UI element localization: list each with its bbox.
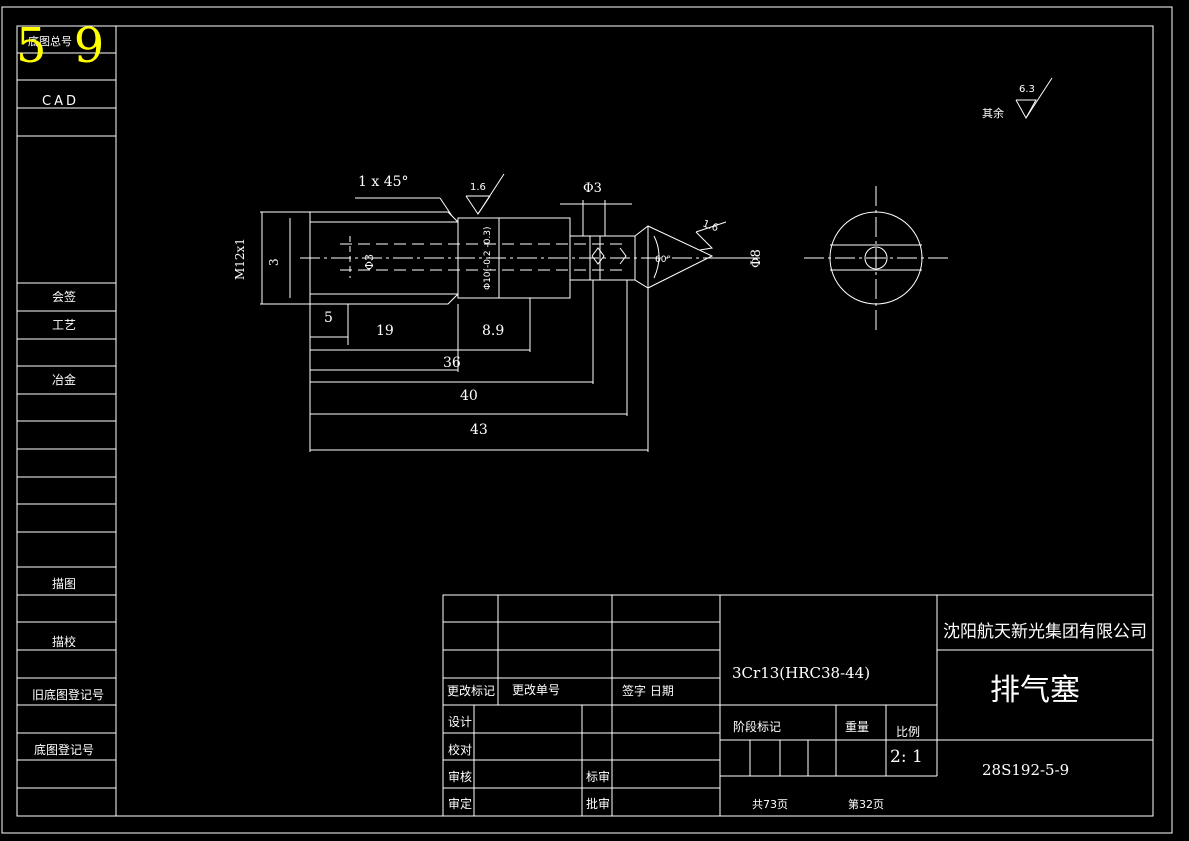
- stage-mark-label: 阶段标记: [733, 719, 781, 734]
- dim-43: 43: [470, 422, 488, 438]
- dim-3: 3: [267, 258, 281, 266]
- dim-36: 36: [443, 355, 461, 371]
- side-panel: [17, 26, 117, 816]
- change-doc-label: 更改单号: [512, 683, 560, 697]
- thread-label: M12x1: [233, 238, 247, 280]
- outer-frame: [1, 6, 1173, 834]
- material-label: 3Cr13(HRC38-44): [732, 664, 870, 682]
- general-roughness-symbol: [1015, 77, 1053, 120]
- side-metallurgy: 冶金: [52, 372, 76, 387]
- scale-label: 比例: [896, 725, 920, 739]
- dim-40: 40: [460, 388, 478, 404]
- design-label: 设计: [448, 715, 472, 729]
- side-file-no: 底图总号: [28, 34, 72, 48]
- dia-top-label: Φ3: [583, 181, 602, 196]
- rest-label: 其余: [982, 106, 1004, 120]
- side-countersign: 会签: [52, 289, 76, 304]
- standard-label: 标审: [586, 769, 610, 784]
- dia-8-label: Φ8: [749, 249, 764, 268]
- part-name: 排气塞: [990, 673, 1080, 708]
- angle-60-label: 60°: [655, 255, 671, 265]
- total-pages: 共73页: [752, 798, 788, 811]
- side-process: 工艺: [52, 318, 76, 332]
- dim-19: 19: [376, 323, 394, 339]
- weight-label: 重量: [845, 720, 869, 734]
- side-cad: CAD: [42, 94, 79, 109]
- part-end-view: [804, 186, 948, 330]
- part-side-view: [260, 173, 760, 452]
- side-base-reg: 底图登记号: [34, 742, 94, 757]
- side-old-base-reg: 旧底图登记号: [32, 687, 104, 702]
- inner-frame: [16, 25, 1154, 817]
- current-page: 第32页: [848, 797, 884, 811]
- roughness-cone-label: 1.6: [701, 218, 720, 234]
- ratify-label: 批审: [586, 796, 610, 811]
- review-label: 审核: [448, 769, 472, 784]
- chamfer-label: 1 x 45°: [358, 174, 409, 190]
- side-trace: 描图: [52, 577, 76, 591]
- dim-5: 5: [324, 310, 333, 326]
- drawing-number: 28S192-5-9: [982, 761, 1069, 779]
- check-label: 校对: [448, 742, 472, 757]
- company-name: 沈阳航天新光集团有限公司: [943, 622, 1147, 642]
- dim-89: 8.9: [482, 323, 504, 339]
- scale-value: 2: 1: [890, 747, 923, 767]
- approve-label: 审定: [448, 796, 472, 811]
- dia-10-label: Φ10(-0.2 -0.3): [483, 226, 493, 290]
- change-mark-label: 更改标记: [447, 684, 495, 698]
- overlay-number: 5 9: [16, 18, 110, 74]
- side-proof: 描校: [52, 634, 76, 649]
- dia-phi3-label: Φ3: [363, 254, 376, 270]
- roughness-top-label: 1.6: [470, 182, 486, 193]
- title-block: [442, 594, 1154, 817]
- roughness-63-label: 6.3: [1019, 84, 1035, 95]
- sign-date-label: 签字 日期: [622, 683, 674, 698]
